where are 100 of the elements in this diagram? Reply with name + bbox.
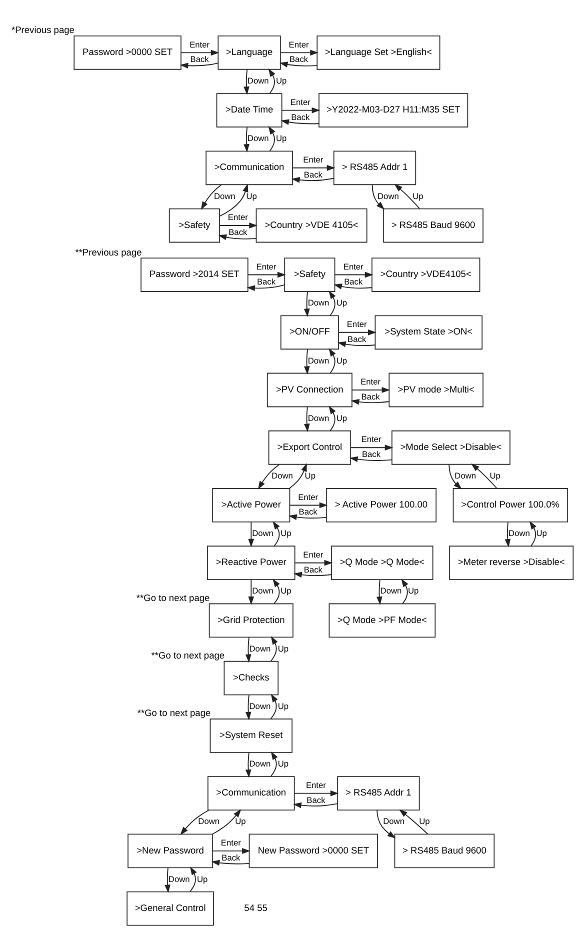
edge-label: Back [362, 449, 381, 460]
arrow [248, 272, 286, 278]
edge-label: Enter [228, 212, 248, 222]
edge-label: Up [419, 816, 430, 826]
edge-label: Up [276, 76, 287, 86]
edge-label: Enter [361, 434, 382, 444]
node-box: New Password >0000 SET [248, 834, 378, 868]
edge-label: Down [168, 874, 190, 884]
edge-label: Enter [303, 154, 324, 165]
edge-label: Up [280, 586, 292, 596]
edge-label: Enter [288, 39, 309, 50]
node-box: >Language Set >English< [316, 35, 440, 70]
arrow [270, 694, 278, 720]
arrow [394, 184, 420, 210]
arrow [245, 752, 252, 778]
edge-label: Back [304, 169, 322, 180]
node-box: >Export Control [268, 430, 352, 465]
arrow [504, 522, 511, 548]
arrow [294, 790, 339, 796]
label: 54 55 [244, 902, 268, 913]
edge-label: Back [222, 852, 240, 862]
arrow [248, 522, 254, 548]
edge-label: Up [235, 816, 246, 826]
edge-label: Back [344, 276, 363, 286]
arrow [272, 521, 280, 546]
arrow [304, 291, 310, 317]
node-box: >Reactive Power [207, 546, 296, 580]
edge-label: Enter [290, 96, 310, 107]
arrow [180, 50, 220, 56]
arrow [219, 222, 258, 228]
node-box: >PV mode >Multi< [388, 372, 484, 408]
arrow [328, 290, 336, 316]
node-label: **Go to next page [136, 592, 210, 603]
node-box: >Control Power 100.0% [452, 488, 568, 522]
edge-label: Down [214, 190, 236, 201]
edge-label: Enter [298, 492, 318, 502]
node-box: > Active Power 100.00 [326, 488, 437, 522]
edge-label: Up [412, 190, 424, 201]
arrow [268, 126, 276, 152]
edge-label: Down [508, 528, 530, 538]
node-box: > RS485 Baud 9600 [394, 834, 495, 868]
edge-label: Back [361, 391, 380, 402]
arrow [190, 866, 197, 892]
node-label: **Go to next page [137, 708, 211, 718]
edge-label: Enter [360, 376, 381, 387]
arrow [211, 860, 250, 866]
arrow [279, 62, 318, 68]
arrow [246, 284, 286, 291]
edge-label: Back [289, 54, 308, 64]
node-box: >Language [218, 35, 281, 70]
edge-label: Enter [306, 780, 326, 790]
arrow [270, 751, 278, 777]
node-box: >General Control [126, 891, 214, 926]
arrow [289, 502, 328, 508]
node-box: >Communication [207, 776, 295, 811]
arrow [448, 464, 462, 490]
arrow [294, 572, 332, 578]
arrow [248, 579, 254, 605]
arrow [180, 62, 219, 69]
edge-label: Up [408, 586, 419, 596]
arrow [334, 284, 372, 290]
arrow [200, 184, 222, 210]
arrow [338, 341, 376, 348]
arrow [245, 694, 252, 720]
edge-label: Up [246, 190, 257, 201]
edge-label: Up [336, 355, 348, 366]
edge-label: Down [383, 816, 404, 826]
arrow [180, 810, 210, 836]
node-label: **Go to next page [151, 650, 225, 661]
node-box: >Y2022-M03-D27 H11:M35 SET [318, 93, 468, 128]
edge-label: Down [308, 355, 330, 366]
edge-label: Up [197, 874, 208, 884]
arrow [292, 164, 336, 171]
arrow [334, 272, 374, 278]
edge-label: Up [536, 528, 547, 538]
arrow [304, 348, 310, 375]
arrow [280, 50, 319, 56]
edge-label: Down [378, 190, 399, 201]
edge-label: Up [278, 700, 289, 711]
edge-label: Down [380, 586, 402, 596]
arrow [270, 636, 278, 662]
arrow [164, 867, 170, 894]
edge-label: Down [272, 470, 293, 480]
node-box: >ON/OFF [280, 315, 339, 350]
edge-label: Up [278, 643, 289, 654]
edge-label: Down [308, 298, 330, 308]
edge-label: Down [249, 700, 271, 711]
node-box: >Checks [224, 660, 279, 696]
arrow [338, 329, 376, 336]
edge-label: Back [348, 334, 366, 344]
arrow [471, 463, 498, 489]
arrow [294, 560, 333, 566]
edge-label: Back [298, 506, 318, 517]
arrow [350, 398, 390, 405]
node-box: Password >0000 SET [74, 35, 182, 70]
node-box: >Meter reverse >Disable< [449, 546, 574, 580]
node-box: >Grid Protection [208, 603, 294, 638]
node-box: >Safety [168, 208, 220, 243]
arrow [328, 406, 336, 432]
arrow [282, 107, 320, 114]
